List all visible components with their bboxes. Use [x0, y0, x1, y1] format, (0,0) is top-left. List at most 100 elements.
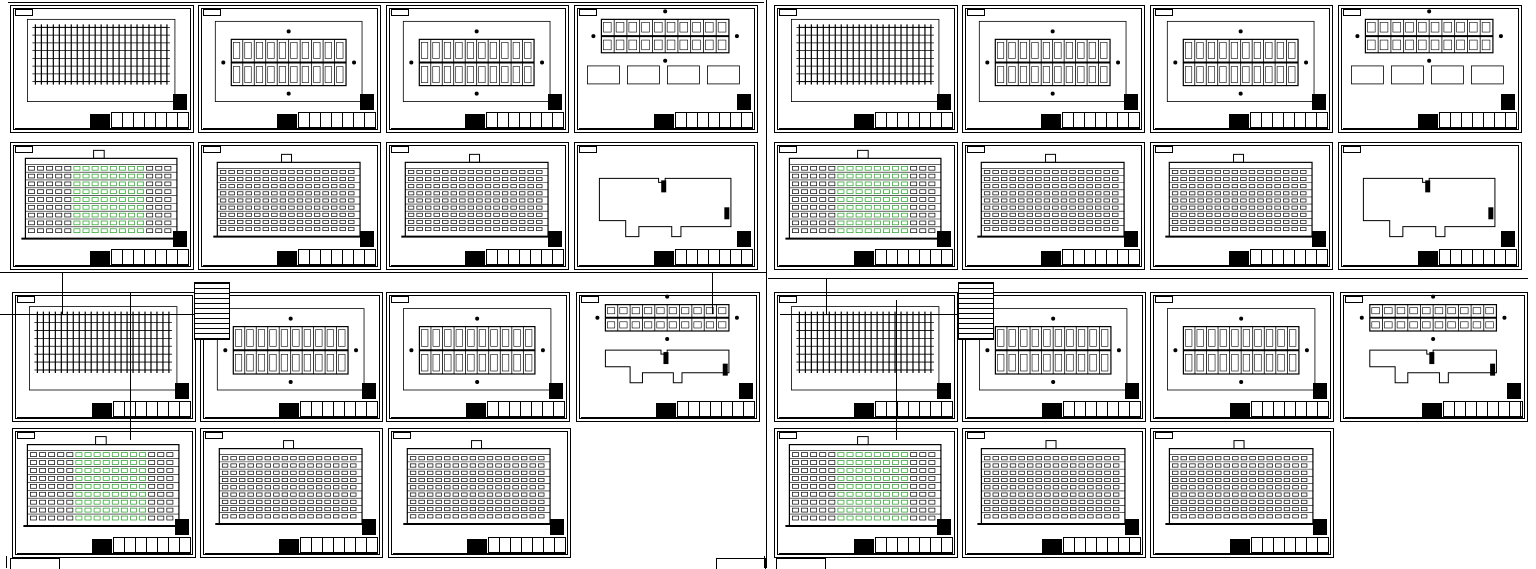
sheet-border: [777, 145, 955, 267]
layer-legend-block[interactable]: [194, 282, 230, 340]
layout-tab-left[interactable]: [10, 558, 60, 569]
logo-block: [276, 251, 297, 265]
sheet-stamp: [391, 296, 409, 303]
right-set-drawing-sheet[interactable]: [1150, 5, 1333, 133]
north-arrow-icon: [937, 231, 951, 247]
sheet-bottom-strip: [779, 553, 953, 556]
sheet-border: [777, 8, 955, 130]
title-block-icon: [276, 249, 376, 265]
left-set-drawing-sheet[interactable]: [10, 5, 194, 133]
sheet-border: [777, 295, 955, 419]
title-block-icon: [653, 112, 753, 128]
sheet-border: [1341, 145, 1519, 267]
right-set-drawing-sheet[interactable]: [962, 142, 1145, 270]
logo-block: [653, 251, 674, 265]
xref-leader: [780, 314, 960, 315]
drawing-content: [1359, 294, 1507, 384]
right-set-drawing-sheet[interactable]: [962, 5, 1145, 133]
drawing-content: [790, 18, 940, 102]
right-set-drawing-sheet[interactable]: [774, 292, 958, 422]
xref-leader: [896, 300, 897, 440]
sheet-bottom-strip: [967, 128, 1140, 131]
sheet-bottom-strip: [779, 128, 953, 131]
left-set-drawing-sheet[interactable]: [574, 5, 758, 133]
drawing-content: [402, 308, 552, 391]
right-set-drawing-sheet[interactable]: [962, 428, 1146, 558]
drawing-content: [595, 294, 739, 384]
sheet-stamp: [15, 9, 33, 16]
drawing-content: [1350, 9, 1504, 85]
title-block-icon: [278, 401, 378, 417]
logo-block: [853, 539, 874, 553]
left-set-drawing-sheet[interactable]: [386, 142, 569, 270]
logo-block: [655, 403, 676, 417]
left-set-drawing-sheet[interactable]: [386, 5, 569, 133]
right-set-drawing-sheet[interactable]: [1150, 142, 1333, 270]
layer-legend-block[interactable]: [958, 282, 994, 340]
right-set-drawing-sheet[interactable]: [1340, 292, 1528, 422]
xref-leader: [130, 292, 131, 440]
sheet-border: [965, 8, 1142, 130]
left-set-drawing-sheet[interactable]: [198, 142, 381, 270]
sheet-stamp: [1155, 432, 1173, 439]
xref-leader: [0, 314, 200, 315]
drawing-content: [214, 20, 363, 102]
right-set-drawing-sheet[interactable]: [1150, 428, 1334, 558]
sheet-bottom-strip: [967, 553, 1141, 556]
sheet-stamp: [1155, 9, 1173, 16]
title-block-icon: [1041, 537, 1141, 553]
right-set-drawing-sheet[interactable]: [1338, 142, 1522, 270]
title-block-icon: [91, 537, 191, 553]
sheet-border: [203, 431, 380, 555]
drawing-content: [403, 440, 555, 525]
left-set-drawing-sheet[interactable]: [200, 292, 383, 422]
left-set-drawing-sheet[interactable]: [12, 292, 196, 422]
drawing-content: [216, 308, 365, 391]
title-block-icon: [1421, 401, 1523, 417]
right-set-drawing-sheet[interactable]: [774, 142, 958, 270]
left-set-drawing-sheet[interactable]: [388, 428, 571, 558]
right-set-drawing-sheet[interactable]: [774, 428, 958, 558]
left-set-drawing-sheet[interactable]: [198, 5, 381, 133]
north-arrow-icon: [173, 94, 187, 110]
left-set-drawing-sheet[interactable]: [10, 142, 194, 270]
north-arrow-icon: [550, 519, 564, 535]
sheet-border: [13, 145, 191, 267]
sheet-bottom-strip: [1343, 265, 1517, 268]
left-set-drawing-sheet[interactable]: [576, 292, 760, 422]
drawing-content: [598, 177, 732, 238]
north-arrow-icon: [1313, 519, 1327, 535]
drawing-content: [977, 440, 1129, 525]
left-set-drawing-sheet[interactable]: [386, 292, 570, 422]
drawing-content: [1165, 440, 1317, 525]
title-block-icon: [465, 401, 565, 417]
layout-tab-mid[interactable]: [716, 558, 766, 569]
drawing-content: [1166, 20, 1315, 102]
sheet-stamp: [779, 9, 797, 16]
left-set-drawing-sheet[interactable]: [574, 142, 758, 270]
north-arrow-icon: [1312, 94, 1326, 110]
logo-block: [278, 539, 299, 553]
sheet-stamp: [579, 9, 597, 16]
logo-block: [1040, 251, 1061, 265]
title-block-icon: [89, 249, 189, 265]
right-set-drawing-sheet[interactable]: [1150, 292, 1334, 422]
drawing-content: [401, 153, 553, 238]
left-set-drawing-sheet[interactable]: [200, 428, 383, 558]
right-set-drawing-sheet[interactable]: [774, 5, 958, 133]
xref-leader: [712, 272, 713, 314]
right-set-drawing-sheet[interactable]: [1338, 5, 1522, 133]
layout-tab-right[interactable]: [776, 558, 826, 569]
logo-block: [1417, 251, 1438, 265]
north-arrow-icon: [362, 519, 376, 535]
title-block-icon: [655, 401, 755, 417]
sheet-stamp: [779, 296, 797, 303]
north-arrow-icon: [1313, 383, 1327, 399]
sheet-border: [203, 295, 380, 419]
left-set-drawing-sheet[interactable]: [12, 428, 196, 558]
north-arrow-icon: [937, 519, 951, 535]
sheet-border: [1153, 8, 1330, 130]
title-block-icon: [276, 112, 376, 128]
sheet-bottom-strip: [1155, 417, 1329, 420]
